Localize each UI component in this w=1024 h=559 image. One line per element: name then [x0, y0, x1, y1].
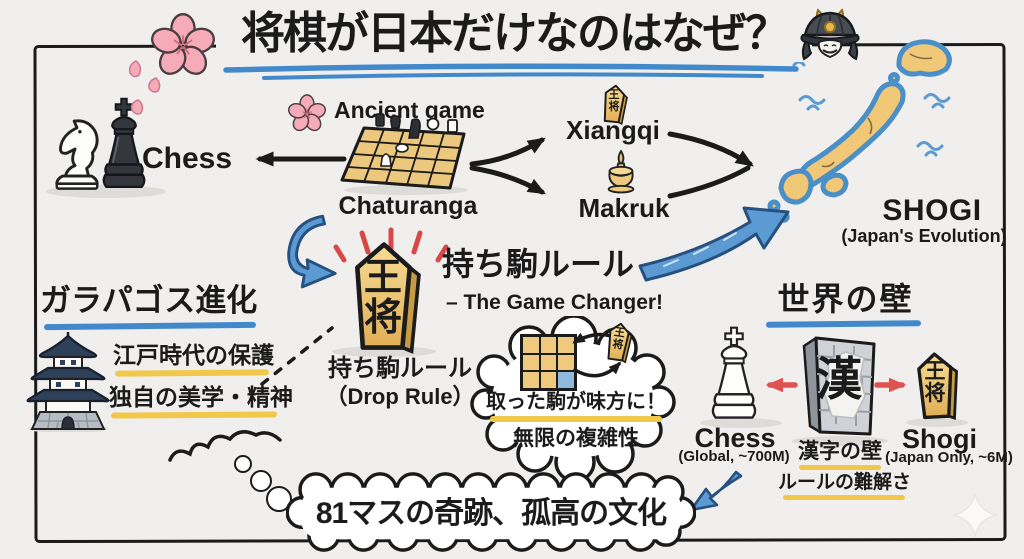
page-title: 将棋が日本だけなのはなぜ？ [241, 9, 789, 58]
cherry-blossom-small-icon [287, 94, 327, 132]
wall-chess-label: Chess [694, 423, 776, 453]
wall-shadow [792, 436, 888, 446]
wall-chess-sub: (Global, ~700M) [678, 448, 790, 465]
arrow-to-chess [255, 151, 347, 167]
wall-kanji: 漢 [816, 353, 862, 405]
makruk-label: Makruk [578, 193, 670, 223]
chess-king-white-icon [711, 326, 757, 419]
hook-arrow-to-piece [287, 214, 337, 289]
thought-trail-circle [234, 455, 252, 473]
drop-rule-caption: 持ち駒ルール [328, 355, 472, 382]
thought-line2: 無限の複雑性 [513, 427, 639, 450]
galapagos-point2: 独自の美学・精神 [109, 384, 293, 410]
fork-arrows [469, 137, 546, 195]
thought-trail-circle [250, 470, 272, 492]
xiangqi-piece-icon [603, 84, 628, 126]
xiangqi-label: Xiangqi [566, 115, 660, 145]
drop-rule-subheading: – The Game Changer! [446, 291, 664, 314]
world-wall-heading: 世界の壁 [777, 281, 914, 317]
evolution-arrow-to-japan [638, 206, 790, 282]
emphasis-marks [333, 227, 449, 263]
thought-cloud-squiggle [168, 430, 282, 462]
title-underline [223, 63, 799, 80]
samurai-helmet-icon [800, 8, 860, 61]
shogi-map-title: SHOGI [882, 194, 982, 227]
wall-shogi-sub: (Japan Only, ~6M) [885, 449, 1013, 466]
galapagos-point1: 江戸時代の保護 [113, 342, 274, 368]
drop-rule-heading: 持ち駒ルール [442, 246, 635, 282]
wall-point2-underline [783, 495, 905, 500]
ancient-game-label: Ancient game [334, 97, 485, 123]
galapagos-heading: ガラパゴス進化 [40, 283, 258, 318]
dashed-connector [260, 326, 334, 386]
point2-underline [110, 411, 278, 419]
capture-grid [520, 334, 577, 391]
captured-piece-chars: 王 将 [611, 326, 626, 352]
drop-rule-caption-sub: （Drop Rule） [325, 384, 475, 409]
arrow-to-footer [689, 470, 743, 512]
castle-icon [26, 332, 110, 432]
kanji-wall-icon [802, 336, 876, 436]
chess-label: Chess [142, 142, 233, 175]
chess-knight-icon [55, 119, 99, 190]
title-backdrop [216, 6, 812, 62]
shogi-king-piece-icon [355, 242, 421, 354]
thought-line1: 取った駒が味方に！ [486, 391, 666, 413]
converge-arrows [667, 131, 754, 199]
sparkle-icon [952, 492, 998, 538]
red-arrow-left [765, 377, 798, 393]
shogi-piece-right-icon [917, 352, 958, 421]
wall-point1-underline [799, 465, 881, 470]
red-arrow-right [874, 377, 907, 393]
wall-point2: ルールの難解さ [778, 472, 912, 493]
thought-line1-underline [490, 416, 662, 422]
chaturanga-label: Chaturanga [338, 192, 478, 220]
makruk-piece-icon [607, 150, 635, 194]
footer-text: 81マスの奇跡、孤高の文化 [315, 497, 667, 530]
wall-point1: 漢字の壁 [798, 440, 882, 463]
big-piece-chars: 王 将 [363, 257, 402, 340]
petal-scatter-icon [128, 60, 161, 115]
xiangqi-piece-chars: 王 将 [608, 89, 620, 113]
big-piece-shadow [332, 346, 436, 357]
chaturanga-board-icon [340, 113, 468, 195]
cherry-blossom-icon [151, 13, 215, 75]
right-piece-chars: 王 将 [924, 360, 946, 406]
captured-piece-icon: 王 将 [597, 320, 639, 369]
white-king-shadow [700, 418, 782, 428]
right-piece-shadow [906, 418, 968, 427]
shogi-map-subtitle: (Japan's Evolution) [841, 226, 1007, 246]
footer-bubble [286, 472, 696, 552]
chess-king-black-icon [102, 97, 146, 189]
wall-shogi-label: Shogi [902, 424, 977, 454]
